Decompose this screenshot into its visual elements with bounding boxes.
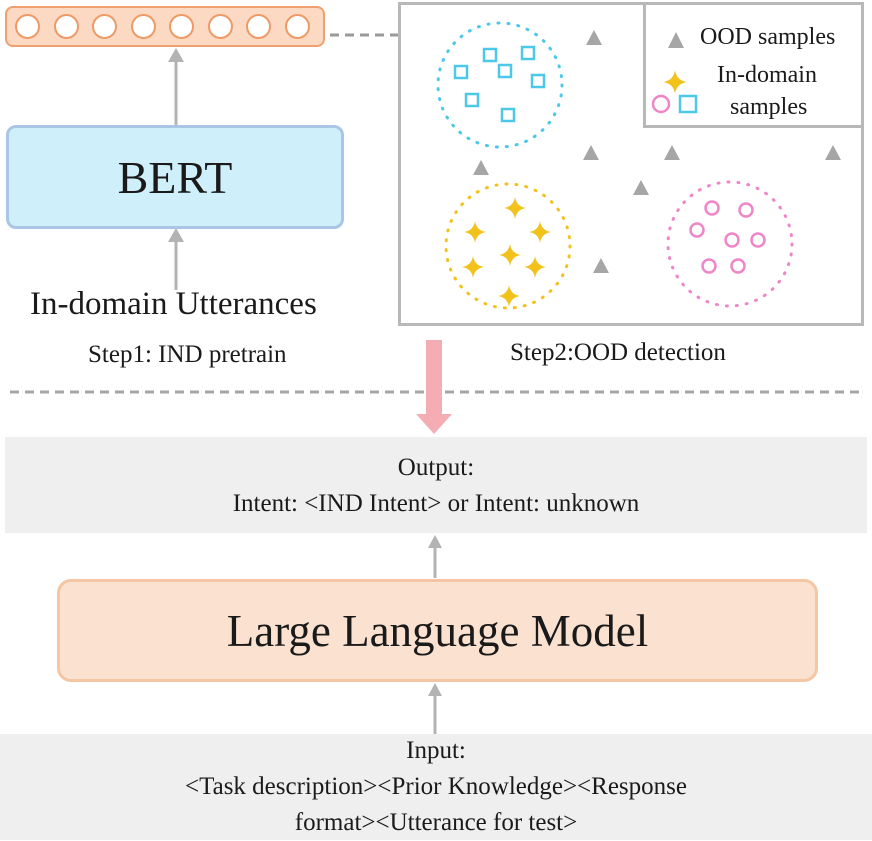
transition-arrow-head [416, 414, 452, 434]
in-domain-square-sample [497, 63, 513, 79]
in-domain-circle-sample [750, 232, 766, 248]
embedding-neuron [207, 14, 233, 39]
embedding-neuron [92, 14, 117, 39]
output-block: Output: Intent: <IND Intent> or Intent: … [5, 450, 867, 522]
ood-sample-triangle [586, 30, 602, 45]
legend-ind-label-line2: samples [730, 94, 808, 120]
in-domain-circle-sample [738, 202, 754, 218]
embedding-neuron [169, 14, 194, 39]
input-band [0, 734, 872, 840]
bert-to-embedding-arrowhead [168, 48, 184, 62]
in-domain-star-sample [524, 256, 546, 278]
embedding-neuron [246, 14, 271, 39]
ood-sample-triangle [633, 180, 649, 195]
llm-box: Large Language Model [57, 579, 818, 682]
embedding-neuron [130, 14, 156, 39]
output-band [5, 437, 867, 533]
output-heading: Output: [397, 454, 475, 481]
ood-sample-triangle [664, 145, 680, 160]
ood-sample-triangle [583, 145, 599, 160]
legend-ood-label: OOD samples [700, 24, 836, 50]
embedding-neuron [284, 14, 310, 39]
in-domain-utterances-label: In-domain Utterances [30, 286, 317, 322]
legend-ood-triangle-icon [668, 32, 684, 48]
step1-label: Step1: IND pretrain [88, 341, 287, 368]
in-domain-square-sample [464, 92, 480, 108]
in-domain-circle-sample [724, 232, 740, 248]
embedding-neuron [53, 14, 79, 39]
in-domain-circle-sample [701, 258, 717, 274]
input-block: Input: <Task description><Prior Knowledg… [0, 733, 872, 841]
in-domain-circle-sample [704, 200, 720, 216]
input-heading: Input: [406, 737, 466, 764]
circle-cluster-boundary [666, 180, 794, 308]
star-cluster-boundary [444, 182, 572, 310]
legend-square-icon [678, 94, 698, 114]
step2-label: Step2:OOD detection [510, 339, 726, 366]
in-domain-star-sample [462, 256, 484, 278]
ood-sample-triangle [473, 160, 489, 175]
input-line2: format><Utterance for test> [294, 809, 578, 836]
in-domain-square-sample [500, 107, 516, 123]
square-cluster-boundary [436, 21, 564, 149]
llm-label: Large Language Model [226, 605, 649, 656]
in-domain-star-sample [504, 197, 526, 219]
in-domain-square-sample [453, 64, 469, 80]
legend-ind-label-line1: In-domain [717, 62, 817, 88]
embedding-neuron [15, 14, 40, 39]
in-domain-circle-sample [730, 258, 746, 274]
input-to-llm-arrowhead [428, 683, 442, 696]
in-domain-star-sample [529, 221, 551, 243]
ood-sample-triangle [825, 145, 841, 160]
bert-box: BERT [6, 125, 344, 229]
utterance-to-bert-arrowhead [168, 228, 184, 242]
legend-star-icon [663, 70, 687, 94]
transition-arrow-shaft [426, 340, 442, 416]
embedding-vector [5, 6, 325, 47]
legend-circle-icon [651, 94, 671, 114]
ood-sample-triangle [593, 258, 609, 273]
in-domain-star-sample [464, 221, 486, 243]
in-domain-square-sample [530, 73, 546, 89]
in-domain-star-sample [499, 244, 521, 266]
output-text: Intent: <IND Intent> or Intent: unknown [232, 490, 640, 517]
llm-to-output-arrowhead [428, 535, 442, 548]
in-domain-square-sample [482, 47, 498, 63]
in-domain-square-sample [520, 45, 536, 61]
bert-label: BERT [117, 151, 233, 203]
input-line1: <Task description><Prior Knowledge><Resp… [184, 773, 687, 800]
in-domain-circle-sample [689, 222, 705, 238]
in-domain-star-sample [498, 285, 520, 307]
